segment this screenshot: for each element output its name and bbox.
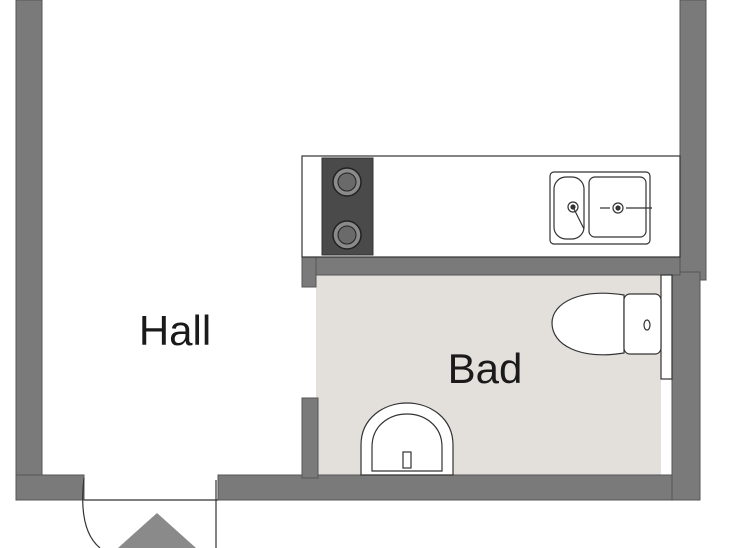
- washbasin-icon: [360, 402, 454, 476]
- hob-icon: [321, 157, 374, 256]
- kitchen-sink-icon: [549, 171, 652, 245]
- wall-bottom-right: [217, 474, 701, 501]
- wall-right-lower: [671, 271, 701, 501]
- door-swing-icon: [82, 477, 101, 548]
- entry-marker-icon: [118, 513, 196, 548]
- room-label-bath: Bad: [448, 345, 523, 392]
- wall-bottom-left: [15, 474, 85, 501]
- walls: [15, 0, 707, 501]
- entry-door: [82, 477, 218, 548]
- wall-right-upper: [679, 0, 707, 281]
- toilet-icon: [551, 274, 673, 380]
- room-label-hall: Hall: [139, 307, 211, 354]
- wall-kitchen-bath: [301, 256, 681, 276]
- wall-hall-bath-upper: [301, 256, 317, 288]
- wall-left: [15, 0, 43, 501]
- wall-hall-bath-lower: [301, 397, 319, 479]
